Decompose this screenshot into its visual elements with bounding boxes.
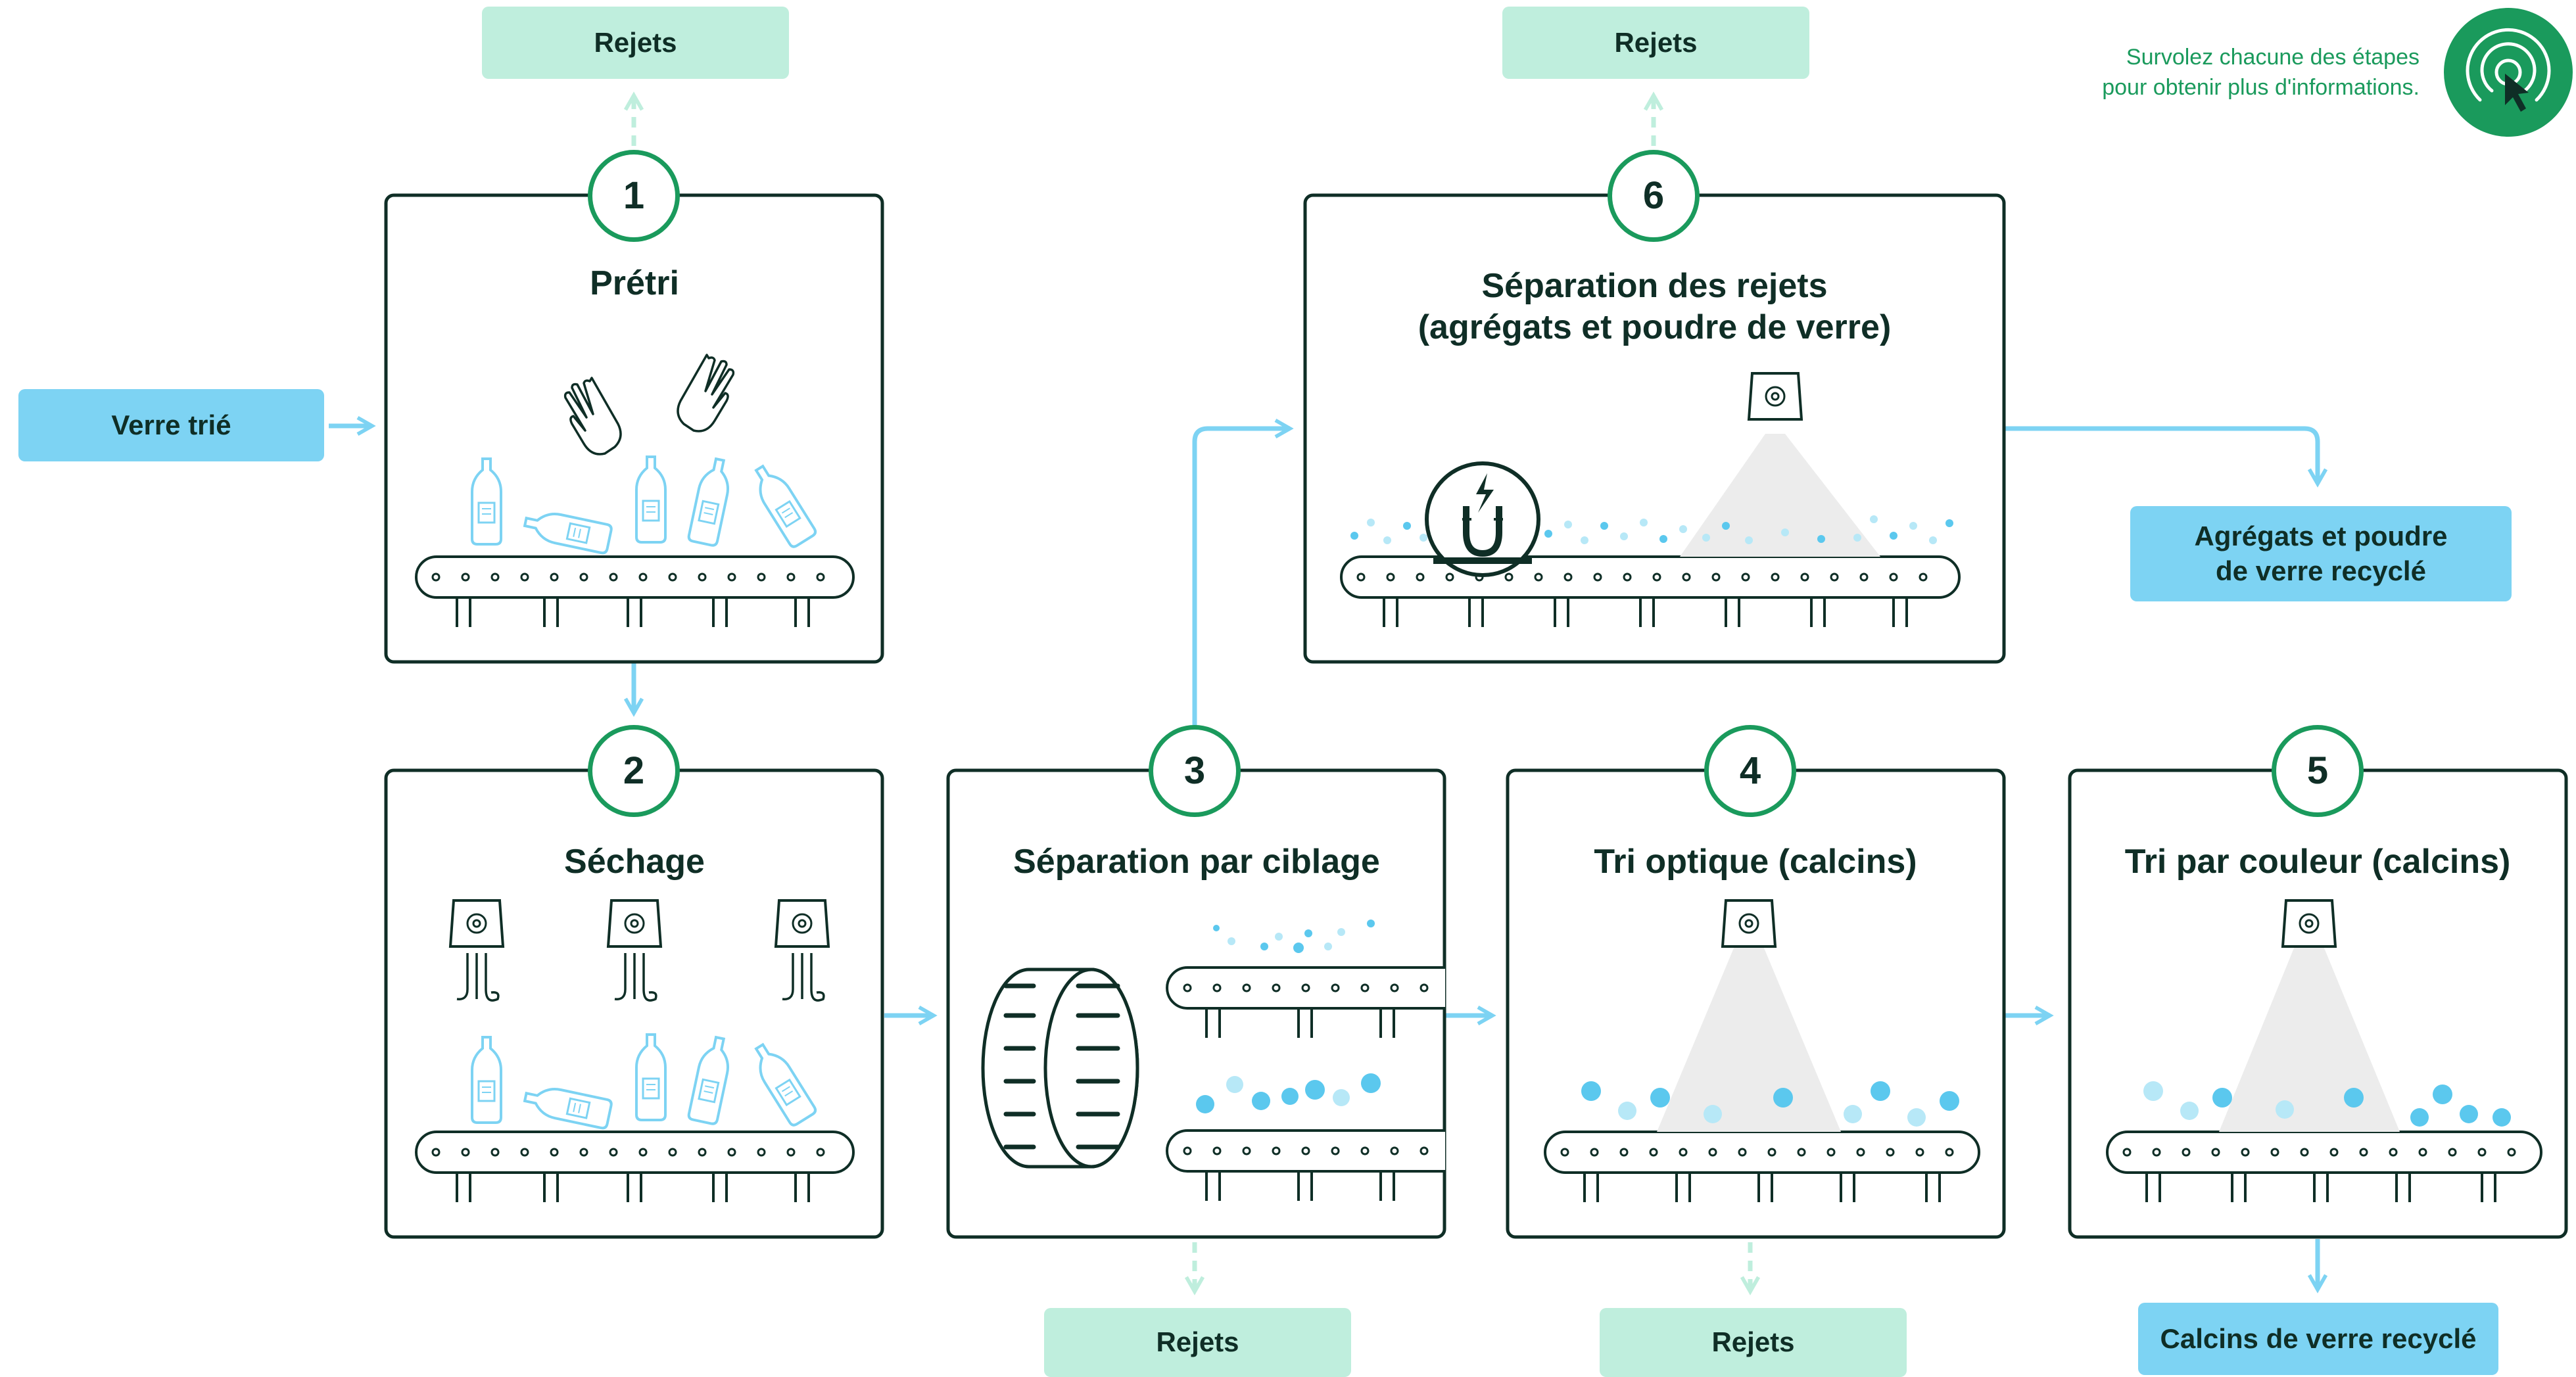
step-3-conveyor-bottom xyxy=(1166,1129,1445,1201)
step-3-coarse-particles xyxy=(1196,1073,1381,1113)
rejects-step-6[interactable]: Rejets xyxy=(1502,7,1809,79)
step-3-fine-particles xyxy=(1213,920,1375,953)
hint-line-1: Survolez chacune des étapes xyxy=(2126,45,2420,70)
step-3-number[interactable]: 3 xyxy=(1149,725,1241,817)
step-5-beam xyxy=(2219,946,2400,1132)
bottle-icon xyxy=(471,1036,502,1124)
conveyor-belts xyxy=(415,555,2542,1202)
step-6-title: Séparation des rejets (agrégats et poudr… xyxy=(1315,258,1994,356)
bottle-icon xyxy=(687,1035,730,1125)
input-label[interactable]: Verre trié xyxy=(18,389,324,461)
step-2-title: Séchage xyxy=(564,843,705,881)
dryer-icon xyxy=(774,899,830,948)
hint-text: Survolez chacune des étapes pour obtenir… xyxy=(2025,43,2420,103)
step-6-beam xyxy=(1680,434,1880,557)
step-3-conveyor-top xyxy=(1166,966,1445,1038)
step-2-number[interactable]: 2 xyxy=(588,725,680,817)
arrow-step-6-to-aggregates xyxy=(2004,426,2328,488)
hand-icon xyxy=(677,354,735,432)
step-5-number[interactable]: 5 xyxy=(2272,725,2364,817)
rotating-drum-icon xyxy=(981,968,1139,1169)
bottle-icon xyxy=(523,512,613,555)
output-aggregates-line-1: Agrégats et poudre xyxy=(2194,521,2448,551)
step-4-beam xyxy=(1657,946,1841,1132)
step-2-conveyor xyxy=(415,1131,855,1202)
hand-icon xyxy=(563,377,622,455)
step-5-title: Tri par couleur (calcins) xyxy=(2124,843,2511,881)
hint-line-2: pour obtenir plus d'informations. xyxy=(2102,74,2420,100)
output-aggregates[interactable]: Agrégats et poudre de verre recyclé xyxy=(2130,506,2512,601)
bottle-icon xyxy=(471,457,502,546)
optical-scanner-icon xyxy=(1721,899,1777,948)
step-illustrations xyxy=(448,354,2511,1169)
step-4-number[interactable]: 4 xyxy=(1704,725,1796,817)
step-3-title: Séparation par ciblage xyxy=(1013,843,1380,881)
rejects-step-3[interactable]: Rejets xyxy=(1044,1308,1351,1377)
step-6-number[interactable]: 6 xyxy=(1608,150,1700,242)
bottle-icon xyxy=(635,455,667,544)
bottle-icon xyxy=(523,1087,613,1130)
bottle-icon xyxy=(687,457,730,547)
air-flow-icon xyxy=(782,953,825,1002)
step-1-title: Prétri xyxy=(590,264,679,303)
bottle-icon xyxy=(635,1033,667,1121)
step-1-conveyor xyxy=(415,555,855,627)
rejects-step-4[interactable]: Rejets xyxy=(1600,1308,1907,1377)
bottle-icon xyxy=(754,464,817,548)
color-scanner-icon xyxy=(2281,899,2337,948)
air-flow-icon xyxy=(456,953,500,1002)
rejects-step-1[interactable]: Rejets xyxy=(482,7,789,79)
output-aggregates-line-2: de verre recyclé xyxy=(2216,555,2426,586)
magnet-separator-icon xyxy=(1425,461,1540,577)
step-5-conveyor xyxy=(2106,1131,2542,1202)
step-4-title: Tri optique (calcins) xyxy=(1594,843,1917,881)
step-6-title-line-2: (agrégats et poudre de verre) xyxy=(1418,308,1892,346)
dryer-icon xyxy=(606,899,663,948)
step-4-particles xyxy=(1581,1081,1959,1127)
dryer-icon xyxy=(448,899,505,948)
flow-arrows xyxy=(329,415,2328,1294)
step-5-particles xyxy=(2143,1081,2511,1127)
air-flow-icon xyxy=(614,953,657,1002)
reject-arrows xyxy=(623,91,1761,1295)
bottle-icon xyxy=(754,1042,817,1127)
arrow-step-3-to-step-6 xyxy=(1192,418,1294,769)
step-6-title-line-1: Séparation des rejets xyxy=(1481,266,1828,305)
hover-cursor-icon[interactable] xyxy=(2444,8,2573,137)
step-4-conveyor xyxy=(1544,1131,1980,1202)
step-1-number[interactable]: 1 xyxy=(588,150,680,242)
step-6-scanner-icon xyxy=(1747,372,1803,421)
output-cullet[interactable]: Calcins de verre recyclé xyxy=(2138,1303,2498,1375)
